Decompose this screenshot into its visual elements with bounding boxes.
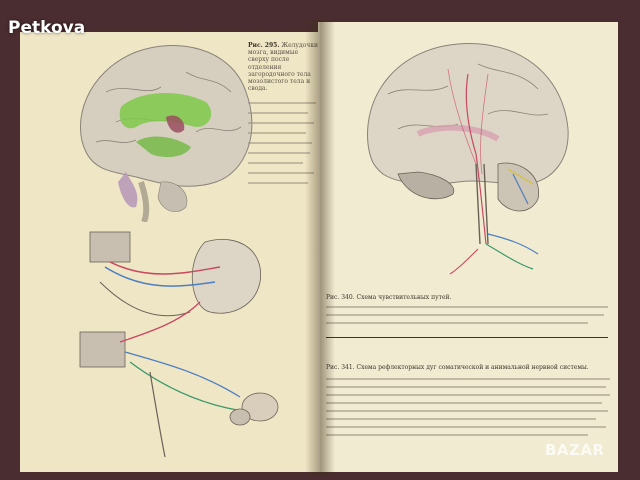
left-page: Рис. 295. Желудочки мозга, видимые сверх…	[20, 32, 320, 472]
figure-295-title: Желудочки мозга, видимые сверху после от…	[248, 42, 318, 93]
caption-line	[326, 314, 604, 316]
figure-341-caption: Рис. 341. Схема рефлекторных дуг соматич…	[326, 364, 606, 371]
caption-line	[248, 122, 314, 124]
caption-line	[326, 322, 588, 324]
caption-line	[248, 102, 316, 104]
caption-line	[326, 402, 602, 404]
caption-line	[326, 434, 588, 436]
figure-295-number: Рис. 295.	[248, 42, 280, 49]
ventricle-brain-figure	[79, 45, 253, 222]
sensory-pathway-brain-figure	[367, 43, 569, 275]
figure-340-caption-text: Рис. 340. Схема чувствительных путей.	[326, 294, 452, 301]
caption-line	[248, 162, 303, 164]
caption-line	[326, 426, 606, 428]
caption-line	[326, 306, 608, 308]
caption-line	[326, 394, 610, 396]
section-rule	[326, 337, 608, 339]
figure-340-caption: Рис. 340. Схема чувствительных путей.	[326, 294, 606, 301]
caption-line	[248, 112, 308, 114]
spinal-nerve-figure	[79, 231, 279, 458]
figure-295-caption: Рис. 295. Желудочки мозга, видимые сверх…	[248, 42, 318, 92]
bazar-logo: BAZAR	[545, 441, 605, 459]
watermark: Petkova	[8, 18, 86, 38]
caption-line	[326, 418, 596, 420]
caption-line	[248, 132, 306, 134]
right-page: Рис. 340. Схема чувствительных путей. Ри…	[318, 22, 618, 472]
caption-line	[248, 182, 308, 184]
caption-line	[326, 410, 608, 412]
caption-line	[248, 152, 310, 154]
caption-line	[326, 378, 610, 380]
figure-341-caption-text: Рис. 341. Схема рефлекторных дуг соматич…	[326, 364, 589, 371]
book-gutter	[305, 20, 335, 475]
caption-line	[248, 142, 312, 144]
caption-line	[248, 172, 314, 174]
caption-line	[326, 386, 606, 388]
